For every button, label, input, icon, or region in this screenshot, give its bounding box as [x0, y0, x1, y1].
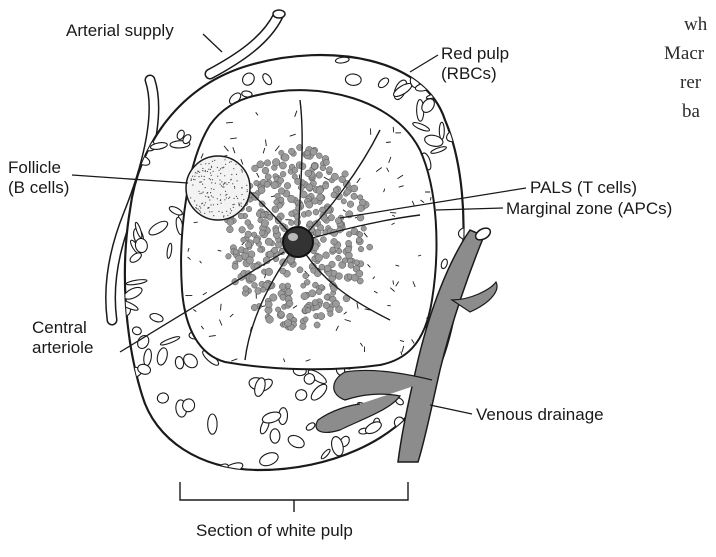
- marginal-zone-label: Marginal zone (APCs): [506, 199, 672, 219]
- follicle-b-cells: [186, 156, 250, 220]
- section-bracket: [180, 482, 408, 512]
- central-arteriole-label: Central arteriole: [32, 318, 93, 358]
- section-white-pulp-label: Section of white pulp: [196, 521, 353, 541]
- clipped-text-line-2: Macr: [664, 42, 704, 66]
- leader-arterial-supply: [203, 34, 222, 52]
- arterial-supply-label: Arterial supply: [66, 21, 174, 41]
- arterial-cut-end: [273, 10, 285, 18]
- clipped-text-line-3: rer: [680, 71, 701, 95]
- venous-drainage-label: Venous drainage: [476, 405, 604, 425]
- red-pulp-label: Red pulp (RBCs): [441, 44, 509, 84]
- leader-venous-drainage: [430, 405, 472, 414]
- clipped-text-line-1: wh: [684, 13, 707, 37]
- follicle-label: Follicle (B cells): [8, 158, 69, 198]
- leader-red-pulp: [410, 55, 438, 72]
- central-arteriole: [283, 227, 313, 257]
- clipped-text-line-4: ba: [682, 100, 700, 124]
- central-arteriole-highlight: [288, 233, 298, 241]
- pals-label: PALS (T cells): [530, 178, 637, 198]
